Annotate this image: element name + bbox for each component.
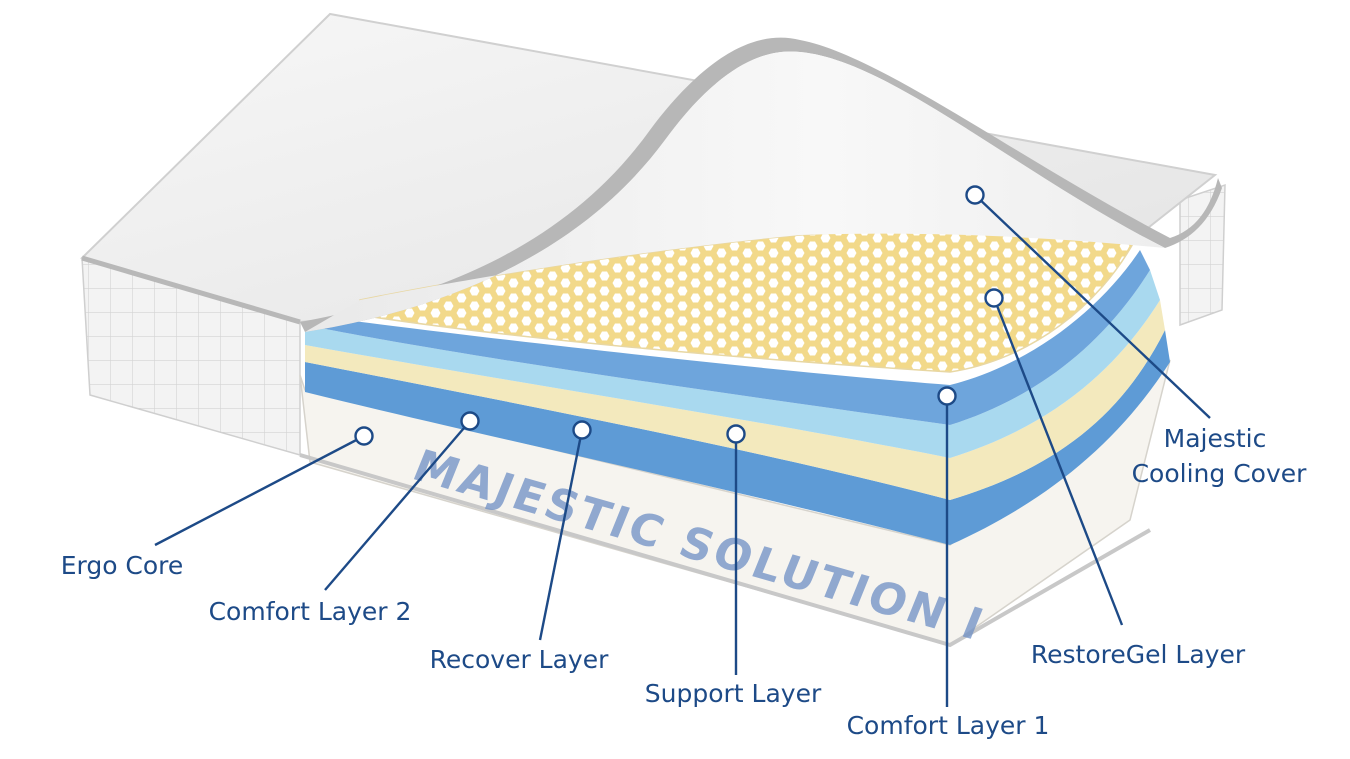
support-layer-band	[305, 270, 1160, 458]
callout-dot	[460, 411, 480, 431]
comfort-layer-1-band	[305, 250, 1150, 425]
label-recover-layer: Recover Layer	[430, 645, 609, 674]
callout-dot	[726, 424, 746, 444]
cover-binding	[81, 255, 301, 325]
mattress-illustration: MAJESTIC SOLUTION I	[80, 12, 1226, 651]
leader-line	[974, 194, 1211, 419]
callout-recover-layer: Recover Layer	[430, 420, 609, 674]
callout-dot	[965, 185, 985, 205]
callout-majestic-cooling-cover: Majestic Cooling Cover	[965, 185, 1308, 488]
callout-dot	[572, 420, 592, 440]
label-support-layer: Support Layer	[645, 679, 822, 708]
label-majestic-cooling-cover-line2: Cooling Cover	[1132, 459, 1308, 488]
callout-dot	[937, 386, 957, 406]
callout-restoregel-layer: RestoreGel Layer	[984, 288, 1246, 669]
leader-line	[538, 429, 584, 641]
callout-support-layer: Support Layer	[645, 424, 822, 708]
leader-line	[154, 434, 365, 547]
label-majestic-cooling-cover-line1: Majestic	[1164, 424, 1267, 453]
callout-comfort-layer-1: Comfort Layer 1	[847, 386, 1050, 740]
core-bottom-binding	[299, 453, 1151, 648]
mattress-right-side	[1179, 183, 1226, 327]
label-restoregel-layer: RestoreGel Layer	[1031, 640, 1246, 669]
leader-line	[324, 420, 471, 591]
label-comfort-layer-1: Comfort Layer 1	[847, 711, 1050, 740]
leader-line	[992, 297, 1124, 626]
callout-ergo-core: Ergo Core	[61, 426, 374, 580]
label-comfort-layer-2: Comfort Layer 2	[209, 597, 412, 626]
callout-dot	[984, 288, 1004, 308]
callout-dot	[354, 426, 374, 446]
label-ergo-core: Ergo Core	[61, 551, 184, 580]
cooling-cover-flap-face	[305, 51, 1165, 332]
callouts: Majestic Cooling Cover RestoreGel Layer …	[61, 185, 1308, 740]
callout-comfort-layer-2: Comfort Layer 2	[209, 411, 480, 626]
